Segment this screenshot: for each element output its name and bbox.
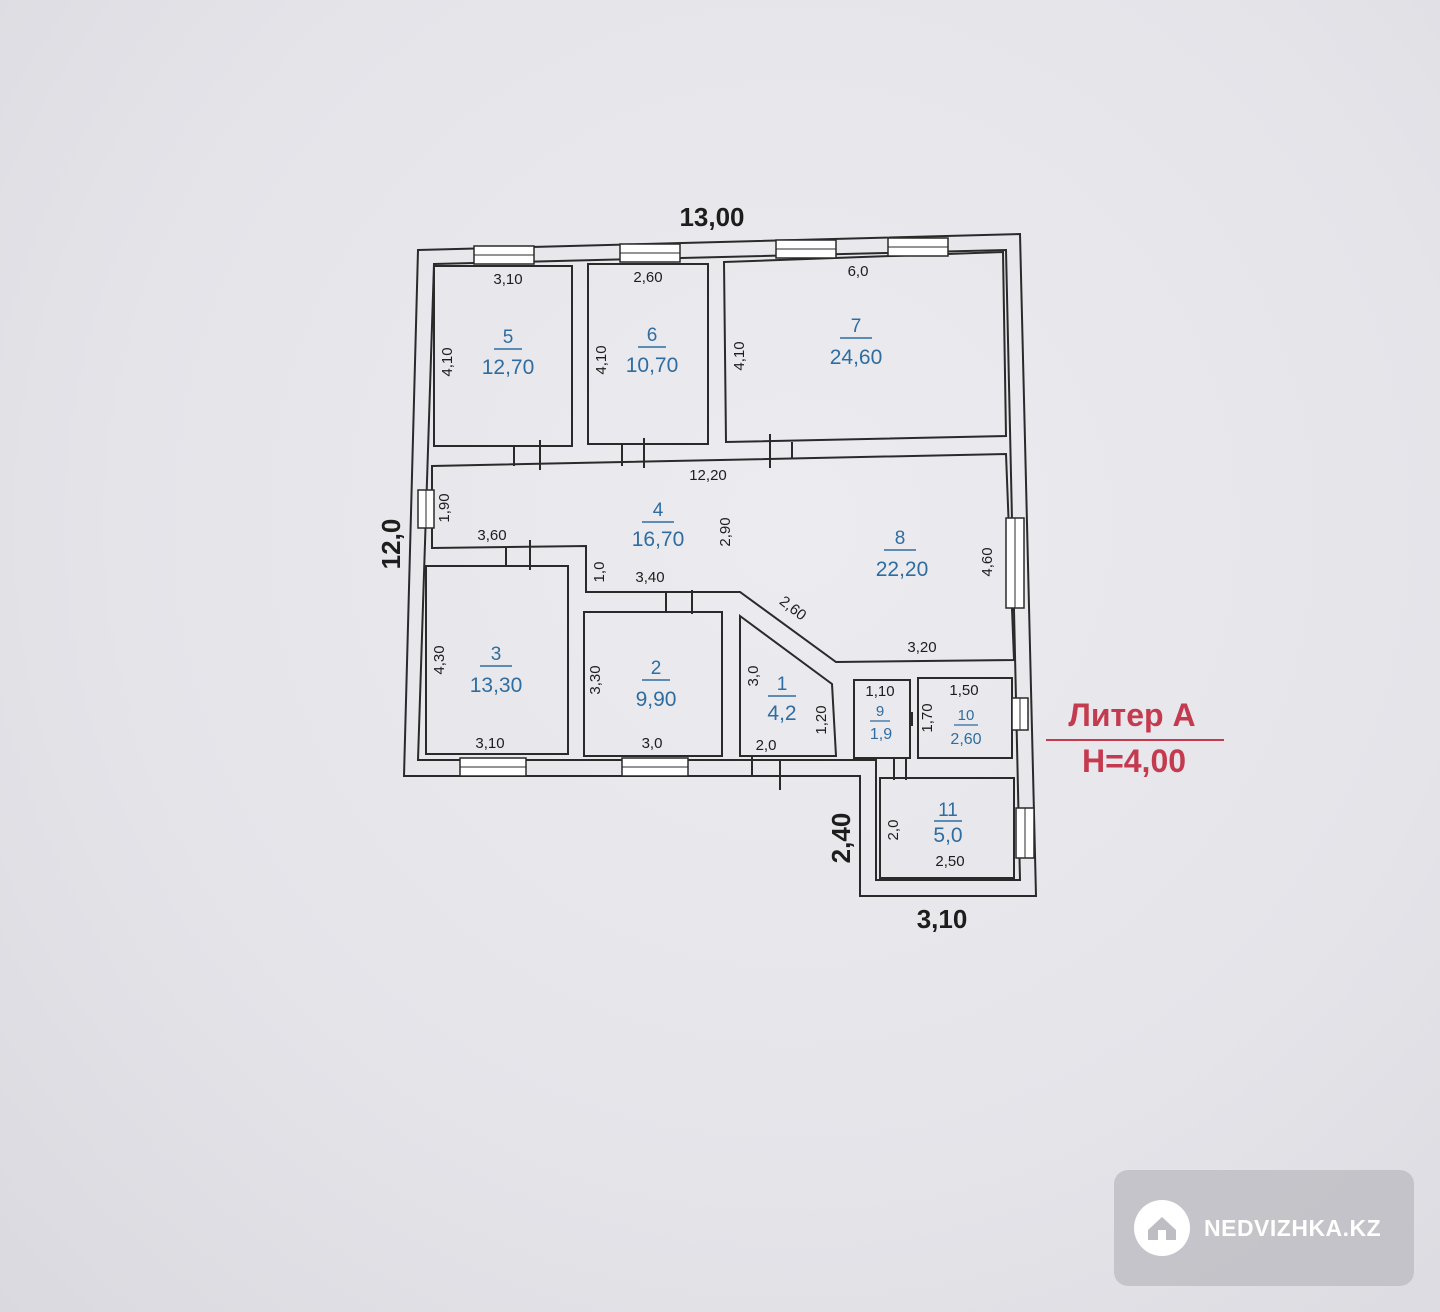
room-3-outline bbox=[425, 565, 569, 755]
room10-width: 1,50 bbox=[949, 682, 978, 699]
room5-height: 4,10 bbox=[439, 347, 456, 376]
corridor-mid-height: 2,90 bbox=[717, 517, 734, 546]
room3-number: 3 bbox=[491, 644, 502, 665]
room2-number: 2 bbox=[651, 658, 662, 679]
doors bbox=[505, 434, 913, 790]
room7-area: 24,60 bbox=[830, 346, 883, 369]
room-11-outline bbox=[879, 777, 1015, 879]
dim-ext-left: 2,40 bbox=[826, 813, 856, 864]
room6-height: 4,10 bbox=[593, 345, 610, 374]
outer-walls bbox=[402, 232, 1038, 897]
room11-number: 11 bbox=[938, 800, 958, 821]
room2-height: 3,30 bbox=[587, 665, 604, 694]
corridor-left-height: 1,90 bbox=[436, 493, 453, 522]
room4-area: 16,70 bbox=[632, 528, 685, 551]
room8-number: 8 bbox=[895, 528, 906, 549]
room6-width: 2,60 bbox=[633, 269, 662, 286]
height-label: H=4,00 bbox=[1082, 743, 1186, 779]
room5-area: 12,70 bbox=[482, 356, 535, 379]
room9-area: 1,9 bbox=[870, 726, 892, 743]
inner-wall-outline bbox=[416, 248, 1022, 881]
diagonal-length: 2,60 bbox=[776, 593, 809, 624]
dim-left: 12,0 bbox=[376, 519, 406, 570]
room3-area: 13,30 bbox=[470, 674, 523, 697]
room7-width: 6,0 bbox=[848, 263, 869, 280]
room1-right-height: 1,20 bbox=[813, 705, 830, 734]
room4-bottom-width: 3,40 bbox=[635, 569, 664, 586]
room10-number: 10 bbox=[958, 707, 975, 724]
house-icon bbox=[1134, 1200, 1190, 1256]
room11-height: 2,0 bbox=[885, 820, 902, 841]
dim-top: 13,00 bbox=[679, 202, 744, 232]
room8-bottom-width: 3,20 bbox=[907, 639, 936, 656]
watermark-text: NEDVIZHKA.KZ bbox=[1204, 1214, 1382, 1241]
room11-width: 2,50 bbox=[935, 853, 964, 870]
room1-left-height: 3,0 bbox=[745, 666, 762, 687]
room1-area: 4,2 bbox=[767, 702, 796, 725]
room1-bottom-width: 2,0 bbox=[756, 737, 777, 754]
room8-area: 22,20 bbox=[876, 558, 929, 581]
room10-height: 1,70 bbox=[919, 703, 936, 732]
outer-wall-outline bbox=[402, 232, 1038, 897]
room10-area: 2,60 bbox=[950, 731, 981, 748]
window-glazing bbox=[425, 246, 1026, 858]
room5-width: 3,10 bbox=[493, 271, 522, 288]
room1-number: 1 bbox=[777, 674, 788, 695]
room7-height: 4,10 bbox=[731, 341, 748, 370]
room3-width: 3,10 bbox=[475, 735, 504, 752]
room-9-outline bbox=[853, 679, 911, 759]
room-5-outline bbox=[433, 265, 573, 447]
room4-number: 4 bbox=[653, 500, 664, 521]
room-2-outline bbox=[583, 611, 723, 757]
room-6-outline bbox=[587, 263, 709, 445]
room2-width: 3,0 bbox=[642, 735, 663, 752]
room11-area: 5,0 bbox=[933, 824, 962, 847]
room4-step-width: 3,60 bbox=[477, 527, 506, 544]
room6-number: 6 bbox=[647, 325, 658, 346]
liter-label: Литер А bbox=[1068, 697, 1195, 733]
room3-height: 4,30 bbox=[431, 645, 448, 674]
room6-area: 10,70 bbox=[626, 354, 679, 377]
watermark-badge: NEDVIZHKA.KZ bbox=[1114, 1170, 1414, 1286]
corridor-length: 12,20 bbox=[689, 467, 727, 484]
room4-step-height: 1,0 bbox=[591, 562, 608, 583]
dim-ext-bottom: 3,10 bbox=[917, 904, 968, 934]
room7-number: 7 bbox=[851, 316, 862, 337]
room-1-outline bbox=[739, 614, 838, 757]
room9-width: 1,10 bbox=[865, 683, 894, 700]
room5-number: 5 bbox=[503, 327, 514, 348]
room2-area: 9,90 bbox=[636, 688, 677, 711]
room9-number: 9 bbox=[876, 703, 884, 720]
room8-right-height: 4,60 bbox=[979, 547, 996, 576]
